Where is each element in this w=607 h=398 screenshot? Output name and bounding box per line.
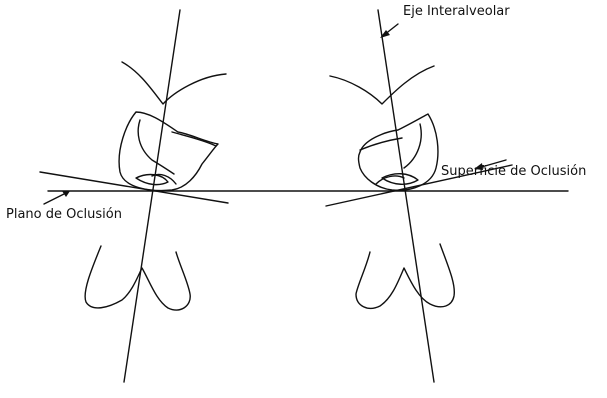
left-occlusal-surface-line — [40, 172, 228, 203]
right-tooth-crown — [359, 114, 438, 190]
left-tooth-crown — [119, 112, 218, 190]
plano-pointer-line — [44, 193, 66, 204]
superficie-oclusion-label: Superficie de Oclusión — [441, 165, 586, 178]
right-tooth-cusp — [404, 124, 421, 168]
right-upper-ridge — [330, 66, 434, 104]
left-lower-ridge — [85, 246, 190, 310]
eje-interalveolar-label: Eje Interalveolar — [403, 5, 510, 18]
left-axis-line — [124, 10, 180, 382]
left-tooth-cusp — [172, 132, 216, 146]
right-tooth-contact — [382, 174, 418, 185]
right-axis-line — [378, 10, 434, 382]
left-upper-ridge — [122, 62, 226, 104]
right-lower-ridge — [356, 244, 454, 308]
plano-oclusion-label: Plano de Oclusión — [6, 208, 122, 221]
